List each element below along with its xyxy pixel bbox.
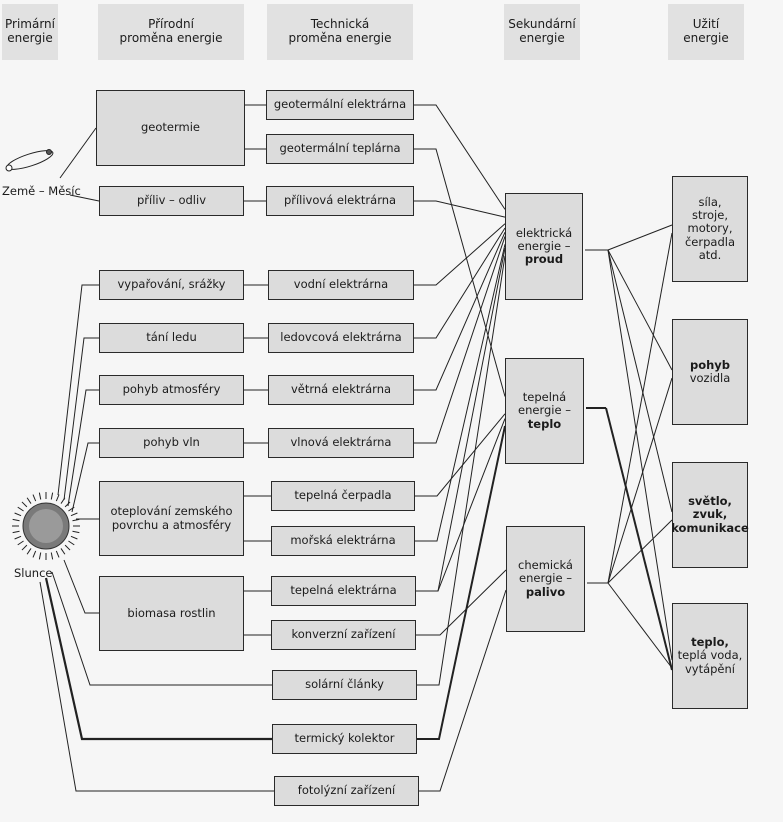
- box-svetlo: světlo,zvuk,komunikace: [671, 462, 749, 568]
- sun-ray: [64, 544, 71, 551]
- box-termicky-kolektor: termický kolektor: [272, 724, 417, 754]
- sun-ray: [70, 512, 78, 517]
- sun-ray: [17, 506, 24, 512]
- sun-ray: [21, 501, 28, 508]
- sun-ray: [14, 535, 22, 540]
- chemicka-to-use: [607, 377, 673, 584]
- sun-ray: [21, 544, 28, 551]
- sun-ray: [64, 501, 71, 508]
- sun-ray: [12, 518, 20, 522]
- box-geotermalni-teplarna: geotermální teplárna: [266, 134, 414, 164]
- sun-connection: [39, 581, 274, 792]
- box-vyparovani: vypařování, srážky: [99, 270, 244, 300]
- sun-ray: [50, 552, 54, 560]
- sun-ray: [60, 548, 66, 555]
- box-morska-elektrarna: mořská elektrárna: [271, 526, 415, 556]
- chemicka-to-use: [607, 519, 673, 584]
- box-fotolyzni-zarizeni: fotolýzní zařízení: [274, 776, 419, 806]
- chemicka-to-use: [607, 232, 673, 584]
- sun-ray: [68, 540, 75, 546]
- sun-ray: [38, 552, 42, 560]
- sun-label: Slunce: [14, 566, 53, 580]
- sun-ray: [32, 550, 37, 558]
- tech-to-tepelna: [417, 425, 506, 740]
- box-vetrna-elektrarna: větrná elektrárna: [268, 375, 414, 405]
- sun-ray: [72, 518, 80, 522]
- earth-icon: [5, 164, 13, 172]
- earth-moon-label: Země – Měsíc: [2, 184, 81, 198]
- sun-connection: [71, 442, 99, 513]
- sun-ray: [50, 492, 54, 500]
- elektricka-to-use: [607, 224, 673, 251]
- earthmoon-to-geotermie: [59, 127, 97, 179]
- box-sila: síla,stroje,motory,čerpadla atd.: [672, 176, 748, 282]
- sun-connection: [67, 389, 99, 507]
- box-tani-ledu: tání ledu: [99, 323, 244, 353]
- sun-ray: [55, 494, 60, 502]
- sun-ray: [26, 548, 32, 555]
- box-geotermie: geotermie: [96, 90, 245, 166]
- elektricka-to-use: [607, 249, 673, 661]
- sun-ray: [72, 530, 80, 534]
- sun-icon-core: [29, 509, 63, 543]
- box-geotermalni-elektrarna: geotermální elektrárna: [266, 90, 414, 120]
- sun-ray: [14, 512, 22, 517]
- tech-to-elektricka: [414, 223, 506, 286]
- tech-to-elektricka: [414, 231, 506, 391]
- sun-connection: [51, 571, 272, 686]
- tech-to-tepelna: [415, 413, 506, 497]
- box-vodni-elektrarna: vodní elektrárna: [268, 270, 414, 300]
- box-prilivova-elektrarna: přílivová elektrárna: [266, 186, 414, 216]
- box-tepelna-cerpadla: tepelná čerpadla: [271, 481, 415, 511]
- moon-icon: [46, 149, 52, 155]
- sun-ray: [26, 497, 32, 504]
- box-pohyb-atmosfery: pohyb atmosféry: [99, 375, 244, 405]
- box-solarni-clanky: solární články: [272, 670, 417, 700]
- konverzni-to-chemicka: [416, 569, 507, 636]
- box-ledovcova-elektrarna: ledovcová elektrárna: [268, 323, 414, 353]
- sun-connection: [44, 577, 272, 741]
- chemicka-to-use: [607, 582, 673, 669]
- tech-to-elektricka: [414, 227, 506, 339]
- sun-ray: [12, 530, 20, 534]
- tech-to-elektricka: [414, 104, 506, 210]
- sun-connection: [63, 337, 99, 501]
- tech-to-elektricka: [415, 244, 506, 542]
- sun-ray: [55, 550, 60, 558]
- box-vlnova-elektrarna: vlnová elektrárna: [268, 428, 414, 458]
- tech-to-tepelna: [414, 148, 506, 397]
- box-pohyb-vln: pohyb vln: [99, 428, 244, 458]
- sun-connection: [63, 559, 99, 614]
- box-priliv-odliv: příliv – odliv: [99, 186, 244, 216]
- box-tepelna-elektrarna: tepelná elektrárna: [271, 576, 416, 606]
- tech-to-tepelna: [416, 418, 506, 592]
- elektricka-to-use: [607, 249, 673, 371]
- box-konverzni-zarizeni: konverzní zařízení: [271, 620, 416, 650]
- tech-to-elektricka: [417, 255, 506, 686]
- sun-connection: [57, 284, 99, 496]
- elektricka-to-use: [607, 249, 673, 513]
- fotolyzni-to-chemicka: [419, 589, 507, 792]
- sun-ray: [17, 540, 24, 546]
- box-biomasa: biomasa rostlin: [99, 576, 244, 651]
- tech-to-elektricka: [414, 236, 506, 444]
- sun-ray: [38, 492, 42, 500]
- sun-ray: [70, 535, 78, 540]
- sun-ray: [32, 494, 37, 502]
- earthmoon-to-priliv: [69, 194, 100, 202]
- tepelna-to-teplo: [605, 407, 673, 671]
- tech-to-elektricka: [414, 200, 506, 218]
- box-teplo: teplo,teplá voda,vytápění: [672, 603, 748, 709]
